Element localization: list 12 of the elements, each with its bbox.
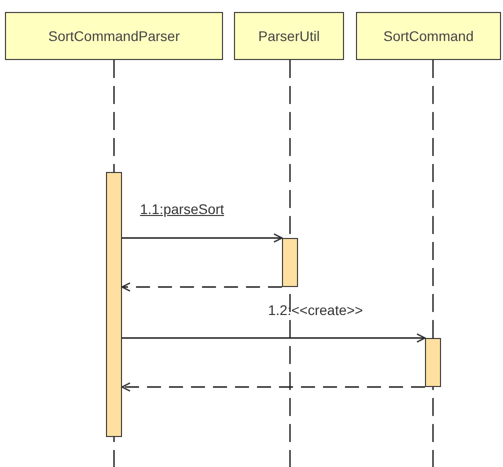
edge-label: 1.1:parseSort [140, 201, 224, 217]
lifeline-head: SortCommand [356, 12, 501, 60]
return-arrow [121, 282, 282, 292]
activation-bar [282, 238, 298, 287]
message-arrow [122, 333, 426, 343]
lifeline-head: SortCommandParser [5, 12, 223, 60]
edge-label: 1.2:<<create>> [268, 302, 363, 318]
message-arrow [122, 233, 283, 243]
activation-bar [106, 172, 122, 437]
return-arrow [121, 382, 425, 392]
activation-bar [425, 338, 441, 387]
lifeline-head: ParserUtil [234, 12, 344, 60]
